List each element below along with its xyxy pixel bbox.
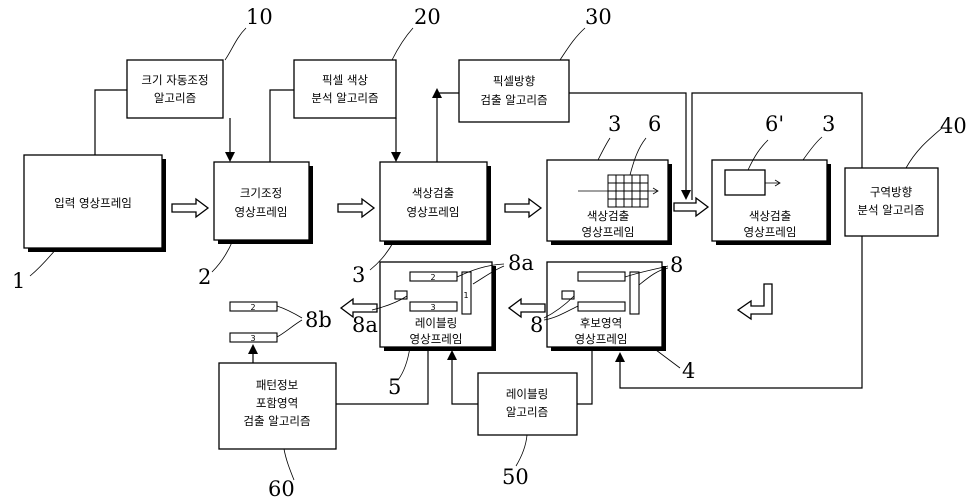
resized-frame-line1: 크기조정: [240, 186, 282, 200]
grid-frame-line1: 색상검출: [587, 209, 629, 223]
labeling-algorithm-line2: 알고리즘: [506, 405, 548, 419]
color-detected-line2: 영상프레임: [407, 205, 460, 219]
candidate-bar-top: [577, 271, 626, 282]
region-frame-line1: 색상검출: [749, 209, 791, 223]
size-auto-adjust-algorithm-box: 크기 자동조정 알고리즘: [126, 59, 224, 119]
candidate-region-frame-box: 후보영역 영상프레임: [546, 261, 666, 351]
ref-8b: 8b: [305, 308, 332, 332]
pattern-region-detection-algorithm-box: 패턴정보 포함영역 검출 알고리즘: [218, 362, 337, 450]
input-frame-box: 입력 영상프레임: [23, 154, 166, 252]
ref-8a-left: 8a: [352, 313, 378, 337]
pattern-region-line2: 포함영역: [256, 396, 298, 410]
size-auto-adjust-line2: 알고리즘: [154, 91, 196, 105]
region-direction-line2: 분석 알고리즘: [857, 203, 924, 217]
ref-8-top: 8: [670, 253, 683, 277]
labeling-algorithm-box: 레이블링 알고리즘: [477, 372, 578, 436]
reference-numbers: 10 20 30 40 3 6 6' 3 1 2 3 8a 8a 8 8 8b …: [12, 5, 967, 501]
grid-frame-line2: 영상프레임: [582, 225, 635, 239]
size-auto-adjust-line1: 크기 자동조정: [141, 73, 208, 87]
labeling-frame-box: 2 3 1 레이블링 영상프레임: [379, 261, 496, 351]
candidate-bar-vertical: [629, 271, 640, 315]
candidate-small-square: [561, 290, 575, 300]
pixel-color-line1: 픽셀 색상: [322, 73, 368, 87]
input-frame-label: 입력 영상프레임: [54, 196, 132, 210]
resized-frame-line2: 영상프레임: [235, 205, 288, 219]
ref-4: 4: [682, 359, 695, 383]
label-bar-2: [409, 271, 458, 282]
pixel-color-line2: 분석 알고리즘: [311, 91, 378, 105]
output-bar-2-number: 2: [250, 303, 255, 312]
region-frame-line2: 영상프레임: [744, 225, 797, 239]
candidate-bar-bottom: [577, 301, 626, 312]
ref-60: 60: [268, 477, 295, 501]
labeling-frame-line1: 레이블링: [415, 316, 457, 330]
region-direction-line1: 구역방향: [870, 185, 913, 199]
region-6prime-rect: [724, 169, 766, 196]
connectors: [94, 88, 863, 405]
ref-5: 5: [388, 375, 401, 399]
ref-20: 20: [414, 5, 441, 29]
ref-6: 6: [648, 112, 661, 136]
ref-3-region: 3: [822, 112, 835, 136]
arrow-candidate-to-labeling: [507, 297, 546, 319]
ref-3-color: 3: [352, 263, 365, 287]
label-bar-1: [461, 271, 472, 315]
output-bars: 2 3: [229, 301, 278, 343]
ref-2: 2: [198, 265, 211, 289]
region-color-frame-box: 색상검출 영상프레임: [711, 159, 831, 245]
leader-lines: [29, 27, 943, 481]
output-bar-2: [229, 301, 278, 312]
region-direction-analysis-algorithm-box: 구역방향 분석 알고리즘: [844, 167, 939, 237]
label-bar-2-number: 2: [430, 273, 435, 282]
arrow-input-to-resized: [171, 197, 210, 219]
output-bar-3: [229, 332, 278, 343]
arrow-labeling-to-output: [339, 297, 378, 319]
labeling-frame-line2: 영상프레임: [410, 332, 463, 346]
candidate-frame-line1: 후보영역: [580, 316, 622, 330]
pattern-region-line3: 검출 알고리즘: [243, 414, 310, 428]
arrow-grid-to-region: [673, 196, 710, 218]
ref-50: 50: [502, 465, 529, 489]
label-bar-3-number: 3: [430, 303, 435, 312]
label-bar-1-number: 1: [463, 291, 468, 300]
pixel-direction-line2: 검출 알고리즘: [480, 93, 547, 107]
color-detected-frame-box: 색상검출 영상프레임: [379, 161, 491, 245]
label-small-square: [394, 290, 408, 300]
ref-6-prime: 6': [765, 112, 784, 136]
ref-8-left: 8: [530, 313, 543, 337]
label-bar-3: [409, 301, 458, 312]
color-detected-line1: 색상검출: [412, 186, 454, 200]
ref-1: 1: [12, 269, 25, 293]
pattern-region-line1: 패턴정보: [256, 378, 298, 392]
hollow-arrows: [171, 196, 773, 321]
output-bar-3-number: 3: [250, 334, 255, 343]
ref-10: 10: [246, 5, 273, 29]
arrow-resized-to-color: [337, 197, 376, 219]
ref-30: 30: [585, 5, 612, 29]
pixel-direction-line1: 픽셀방향: [493, 74, 536, 88]
candidate-frame-line2: 영상프레임: [575, 332, 628, 346]
ref-3-grid: 3: [608, 112, 621, 136]
pixel-direction-detection-algorithm-box: 픽셀방향 검출 알고리즘: [458, 59, 570, 123]
grid-color-frame-box: 색상검출 영상프레임: [546, 159, 672, 245]
ref-8a-top: 8a: [508, 251, 534, 275]
arrow-color-to-grid: [504, 197, 543, 219]
labeling-algorithm-line1: 레이블링: [506, 387, 548, 401]
ref-40: 40: [940, 114, 967, 138]
arrow-return-bend: [736, 283, 773, 321]
resized-frame-box: 크기조정 영상프레임: [213, 161, 313, 244]
pixel-color-analysis-algorithm-box: 픽셀 색상 분석 알고리즘: [293, 59, 397, 119]
